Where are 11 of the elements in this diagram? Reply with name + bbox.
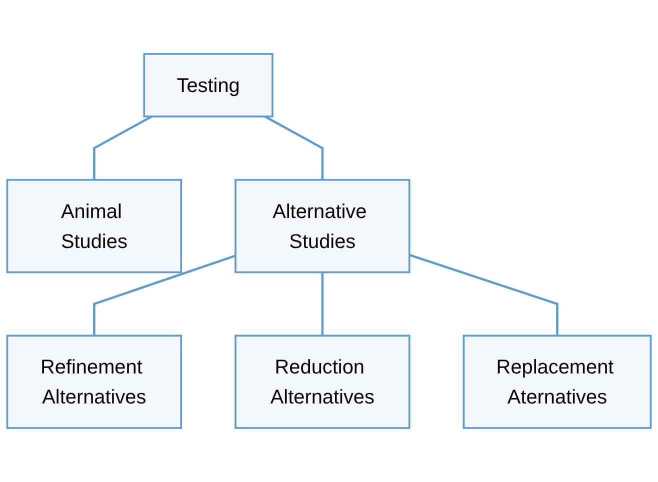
connector [93, 115, 152, 180]
node-box: Testing [143, 53, 274, 118]
node-box: Reduction Alternatives [234, 334, 410, 429]
node-box: Refinement Alternatives [6, 334, 182, 429]
node-box: Replacement Aternatives [462, 334, 652, 429]
connector [321, 272, 324, 336]
connector [93, 254, 236, 336]
node-box: Animal Studies [6, 178, 182, 274]
node-box: Alternative Studies [234, 178, 410, 274]
connector [264, 115, 324, 180]
connector [409, 254, 558, 336]
